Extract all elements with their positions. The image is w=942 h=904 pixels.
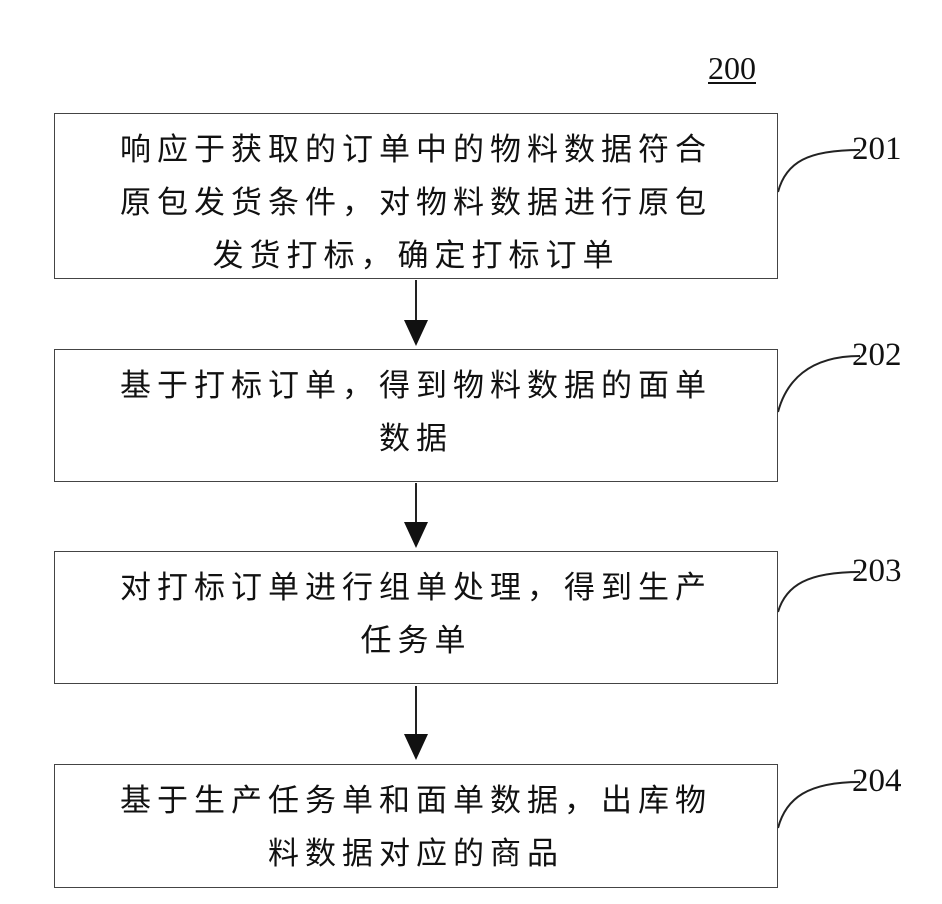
leader-line-203 [778,572,860,612]
step-201-line-2: 原包发货条件，对物料数据进行原包 [73,177,759,230]
leader-line-204 [778,782,860,828]
arrow-201-to-202 [404,280,428,346]
leader-line-201 [778,150,860,192]
step-ref-204: 204 [852,763,902,799]
leader-line-202 [778,356,860,412]
step-box-204: 基于生产任务单和面单数据，出库物 料数据对应的商品 [54,764,778,888]
step-ref-202: 202 [852,337,902,373]
step-203-line-2: 任务单 [73,615,759,668]
step-box-203: 对打标订单进行组单处理，得到生产 任务单 [54,551,778,684]
step-204-line-2: 料数据对应的商品 [73,828,759,881]
arrow-202-to-203 [404,483,428,548]
step-201-line-3: 发货打标，确定打标订单 [73,230,759,283]
step-ref-201: 201 [852,131,902,167]
step-202-line-1: 基于打标订单，得到物料数据的面单 [73,360,759,413]
step-box-202: 基于打标订单，得到物料数据的面单 数据 [54,349,778,482]
step-202-line-2: 数据 [73,413,759,466]
step-204-line-1: 基于生产任务单和面单数据，出库物 [73,775,759,828]
step-box-201: 响应于获取的订单中的物料数据符合 原包发货条件，对物料数据进行原包 发货打标，确… [54,113,778,279]
arrow-203-to-204 [404,686,428,760]
step-203-line-1: 对打标订单进行组单处理，得到生产 [73,562,759,615]
step-ref-203: 203 [852,553,902,589]
step-201-line-1: 响应于获取的订单中的物料数据符合 [73,124,759,177]
